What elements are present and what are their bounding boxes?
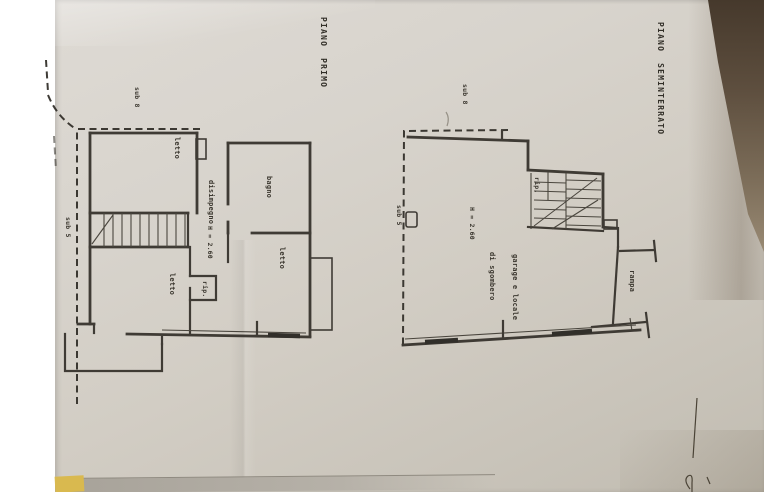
paper-crease: [230, 240, 256, 490]
room-label-letto-right: letto: [278, 247, 286, 270]
closet-label-rip: rip.: [201, 281, 209, 298]
piano-seminterrato-title: PIANO SEMINTERRATO: [656, 22, 665, 136]
seminterrato-sub-top: sub 8: [461, 84, 469, 105]
seminterrato-sub-left: sub 5: [395, 205, 403, 226]
ramp-label: rampa: [628, 270, 636, 293]
room-label-bagno: bagno: [265, 176, 273, 199]
handwriting-marks: [445, 111, 711, 492]
seminterrato-rip: rip.: [533, 177, 541, 194]
room-label-letto-bottom: letto: [168, 273, 176, 296]
garage-label-line2: di sgombero: [488, 252, 496, 301]
piano-primo-sub-left: sub 5: [64, 217, 72, 238]
piano-seminterrato-drawing: [401, 129, 658, 347]
piano-primo-height: H = 2.60: [206, 226, 214, 259]
piano-primo-sub-top: sub 8: [133, 87, 141, 108]
paper-fold-highlight: [55, 0, 375, 46]
piano-primo-drawing: [45, 59, 333, 406]
piano-primo-title: PIANO PRIMO: [319, 17, 328, 89]
garage-label-line1: garage e locale: [511, 254, 519, 321]
room-label-letto-top: letto: [173, 137, 181, 160]
room-label-disimpegno: disimpegno: [207, 180, 215, 225]
seminterrato-height: H = 2.60: [468, 207, 476, 240]
